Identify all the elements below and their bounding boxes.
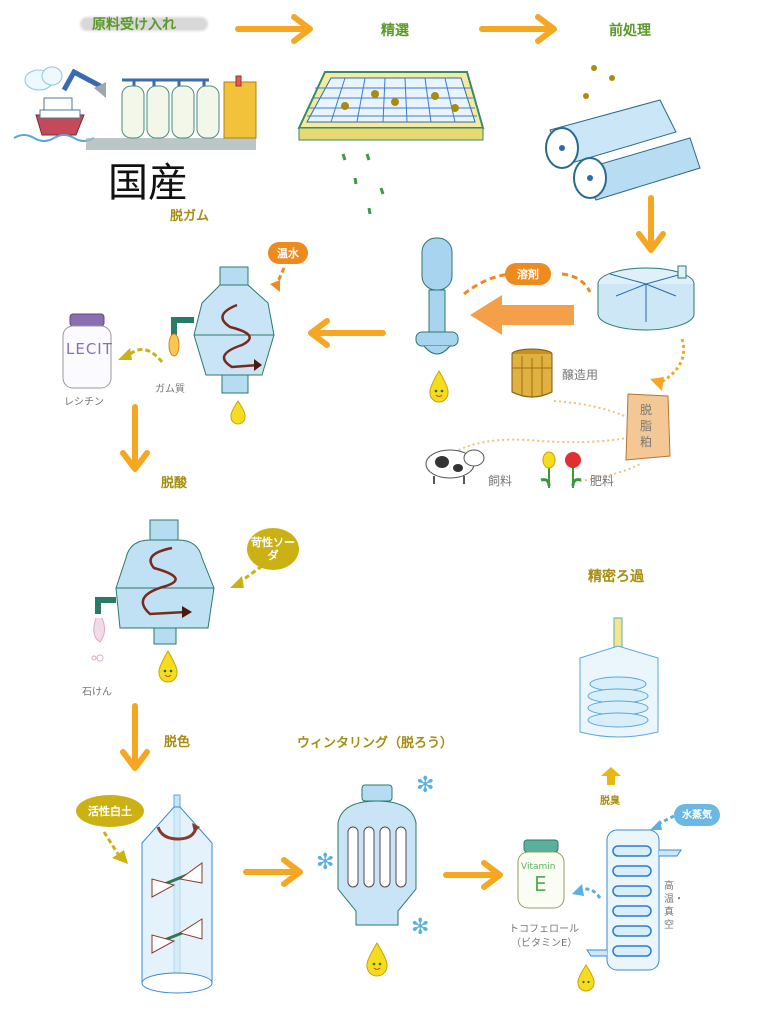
snowflake-icon: ✻	[416, 773, 435, 798]
vitamin-bottle-text-line2: E	[534, 872, 547, 896]
oil-drop-icon	[577, 964, 595, 992]
precision-filter-illustration	[579, 617, 659, 738]
oil-drop-icon	[230, 400, 246, 425]
arrow-right-2	[479, 14, 557, 44]
brewing-barrel-illustration	[511, 348, 553, 398]
step-title-deodorization: 脱臭	[600, 796, 620, 807]
step-title-wintering: ウィンタリング（脱ろう）	[297, 736, 454, 751]
lecithin-bottle-illustration	[62, 313, 112, 389]
byproduct-label-brewing: 醸造用	[562, 368, 599, 382]
wintering-vessel-illustration	[337, 784, 417, 926]
arrow-left-wide	[470, 295, 574, 335]
step-title-degumming: 脱ガム	[170, 209, 210, 224]
meal-dashed-paths	[449, 338, 686, 482]
degumming-vessel-illustration	[168, 266, 275, 394]
decolorization-tank-illustration	[141, 794, 213, 994]
arrow-down-3	[120, 703, 150, 771]
byproduct-label-feed: 飼料	[488, 474, 513, 488]
deodorizer-condition-label: 高温・真空	[664, 881, 684, 931]
snowflake-icon: ✻	[316, 850, 335, 875]
title-highlight	[80, 17, 208, 31]
arrow-left-1	[308, 318, 386, 348]
arrow-up-small	[601, 767, 621, 785]
solvent-column-illustration	[415, 237, 459, 355]
receiving-factory-illustration	[13, 66, 257, 150]
cow-illustration	[425, 449, 485, 484]
caustic-soda-dashed-arrow	[230, 564, 263, 588]
byproduct-label-lecithin: レシチン	[64, 397, 104, 408]
input-badge-activated-clay: 活性白土	[76, 795, 144, 827]
input-badge-hot-water: 温水	[268, 242, 308, 264]
arrow-down-2	[120, 404, 150, 472]
vitamin-bottle-text-line1: Vitamin	[521, 862, 556, 872]
vitamin-e-bottle-illustration	[517, 839, 565, 909]
step-title-pretreatment: 前処理	[609, 23, 651, 39]
roller-mill-illustration	[545, 65, 701, 201]
input-badge-caustic-soda: 苛性ソーダ	[247, 528, 299, 570]
step-title-precision-filtration: 精密ろ過	[588, 569, 644, 585]
byproduct-label-soap: 石けん	[82, 687, 112, 698]
activated-clay-dashed-arrow	[102, 831, 128, 864]
byproduct-label-gum: ガム質	[155, 384, 185, 395]
step-title-receiving: 原料受け入れ	[92, 17, 176, 33]
deacidification-vessel-illustration	[91, 519, 215, 662]
extractor-illustration	[597, 265, 695, 331]
tocopherol-dashed-arrow	[572, 884, 602, 899]
arrow-down-1	[636, 195, 666, 253]
defatted-meal-bag-illustration	[625, 393, 671, 461]
byproduct-label-fertilizer: 肥料	[590, 474, 615, 488]
input-badge-solvent: 溶剤	[505, 263, 551, 285]
hot-water-dashed-arrow	[270, 267, 286, 292]
byproduct-label-defatted-meal: 脱脂粕	[640, 403, 653, 449]
arrow-right-1	[235, 14, 313, 44]
steam-dashed-arrow	[650, 814, 675, 830]
deodorizer-column-illustration	[586, 829, 682, 971]
byproduct-label-tocopherol: トコフェロール	[509, 924, 579, 935]
origin-label: 国産	[108, 160, 188, 206]
oil-drop-icon	[366, 942, 388, 977]
solvent-dashed-line	[463, 272, 592, 296]
lecithin-bottle-text: LECIT	[66, 340, 113, 358]
step-title-decolorization: 脱色	[164, 735, 191, 750]
oil-drop-icon	[429, 370, 449, 403]
arrow-right-4	[443, 860, 503, 890]
snowflake-icon: ✻	[411, 915, 430, 940]
step-title-selection: 精選	[381, 23, 409, 39]
step-title-deacidification: 脱酸	[161, 476, 188, 491]
input-badge-steam: 水蒸気	[674, 804, 720, 826]
byproduct-label-vitamin-e: （ビタミンE）	[511, 938, 578, 949]
oil-drop-icon	[158, 650, 178, 683]
sieve-illustration	[297, 71, 485, 215]
gum-dashed-arrow	[118, 348, 164, 363]
arrow-right-3	[243, 857, 303, 887]
flowers-illustration	[540, 451, 582, 488]
